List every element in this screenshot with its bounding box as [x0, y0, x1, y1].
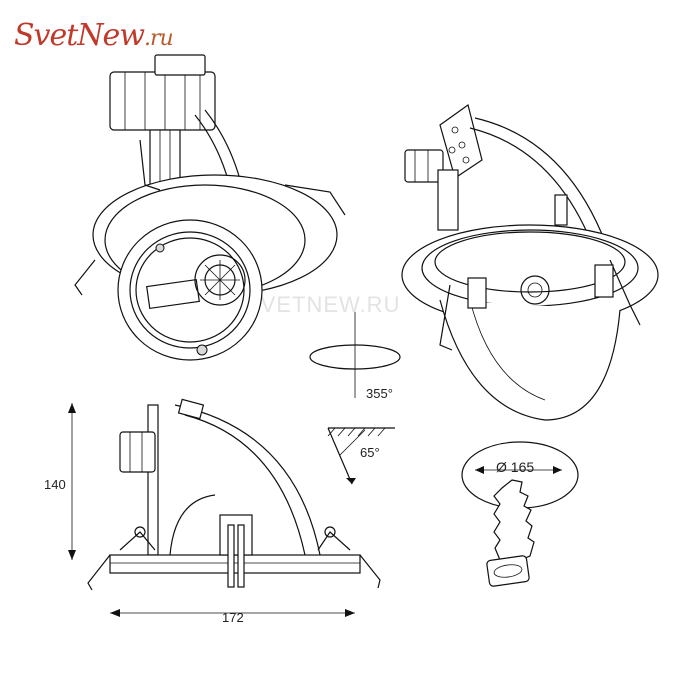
tilt-angle-label: 65° — [360, 445, 380, 460]
brand-logo-suffix: .ru — [144, 26, 174, 51]
side-elevation-view — [68, 398, 381, 617]
watermark-text: SVETNEW.RU — [245, 292, 401, 317]
brand-logo-main: SvetNew — [14, 18, 145, 53]
height-dimension-label: 140 — [44, 477, 66, 492]
width-dimension-label: 172 — [222, 610, 244, 625]
rotation-angle-label: 355° — [366, 386, 393, 401]
cutout-diameter-label: Ø 165 — [496, 459, 535, 475]
brand-logo: SvetNew.ru — [14, 18, 174, 53]
rear-perspective-view — [401, 104, 659, 421]
cutout-symbol — [461, 441, 579, 587]
front-perspective-view — [74, 54, 346, 361]
tilt-symbol — [327, 427, 395, 485]
rotation-symbol — [309, 312, 401, 398]
